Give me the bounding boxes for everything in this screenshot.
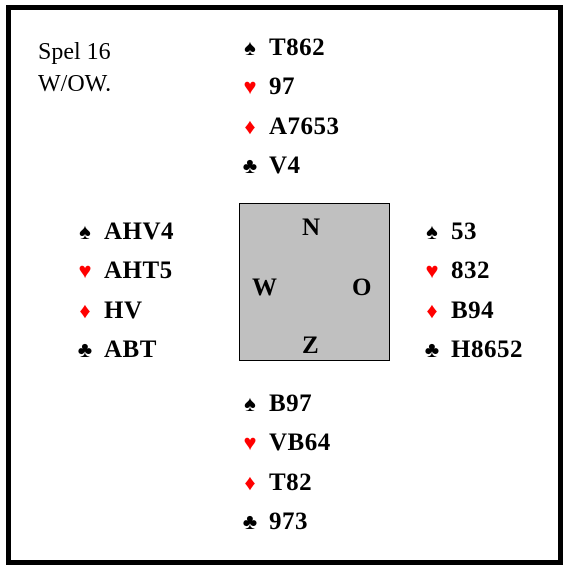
north-diamonds: A7653 xyxy=(269,112,340,140)
spade-icon: ♠ xyxy=(244,34,256,60)
west-spades-row: ♠ AHV4 xyxy=(72,212,174,252)
club-icon: ♣ xyxy=(424,337,440,363)
hand-north: ♠ T862 ♥ 97 ♦ A7653 ♣ V4 xyxy=(237,28,340,186)
diamond-icon: ♦ xyxy=(244,469,256,495)
deal-info: Spel 16 W/OW. xyxy=(38,36,111,100)
west-clubs-row: ♣ ABT xyxy=(72,331,174,371)
heart-icon: ♥ xyxy=(243,430,257,456)
heart-icon: ♥ xyxy=(243,74,257,100)
west-diamonds: HV xyxy=(104,296,143,324)
compass-box: N W O Z xyxy=(239,203,390,361)
hand-east: ♠ 53 ♥ 832 ♦ B94 ♣ H8652 xyxy=(419,212,523,370)
east-hearts-row: ♥ 832 xyxy=(419,252,523,292)
spade-icon: ♠ xyxy=(79,218,91,244)
compass-north: N xyxy=(302,214,321,241)
north-spades-row: ♠ T862 xyxy=(237,28,340,68)
west-hearts-row: ♥ AHT5 xyxy=(72,252,174,292)
spade-icon: ♠ xyxy=(244,390,256,416)
west-diamonds-row: ♦ HV xyxy=(72,291,174,331)
east-clubs: H8652 xyxy=(451,336,523,364)
south-spades: B97 xyxy=(269,389,313,417)
hand-west: ♠ AHV4 ♥ AHT5 ♦ HV ♣ ABT xyxy=(72,212,174,370)
north-hearts: 97 xyxy=(269,73,295,101)
east-diamonds: B94 xyxy=(451,296,495,324)
south-hearts-row: ♥ VB64 xyxy=(237,424,331,464)
club-icon: ♣ xyxy=(242,509,258,535)
south-clubs-row: ♣ 973 xyxy=(237,503,331,543)
south-spades-row: ♠ B97 xyxy=(237,384,331,424)
compass-east: O xyxy=(352,274,372,301)
west-hearts: AHT5 xyxy=(104,257,173,285)
east-clubs-row: ♣ H8652 xyxy=(419,331,523,371)
club-icon: ♣ xyxy=(77,337,93,363)
compass-south: Z xyxy=(302,332,319,359)
diamond-icon: ♦ xyxy=(244,113,256,139)
west-clubs: ABT xyxy=(104,336,157,364)
north-diamonds-row: ♦ A7653 xyxy=(237,107,340,147)
north-clubs-row: ♣ V4 xyxy=(237,147,340,187)
south-diamonds: T82 xyxy=(269,468,313,496)
north-hearts-row: ♥ 97 xyxy=(237,68,340,108)
heart-icon: ♥ xyxy=(78,258,92,284)
club-icon: ♣ xyxy=(242,153,258,179)
heart-icon: ♥ xyxy=(425,258,439,284)
diamond-icon: ♦ xyxy=(426,297,438,323)
south-hearts: VB64 xyxy=(269,429,331,457)
spade-icon: ♠ xyxy=(426,218,438,244)
dealer-vulnerability: W/OW. xyxy=(38,71,112,97)
compass-west: W xyxy=(252,274,277,301)
east-diamonds-row: ♦ B94 xyxy=(419,291,523,331)
south-diamonds-row: ♦ T82 xyxy=(237,463,331,503)
west-spades: AHV4 xyxy=(104,217,175,245)
east-spades-row: ♠ 53 xyxy=(419,212,523,252)
board-number: Spel 16 xyxy=(38,39,111,65)
north-spades: T862 xyxy=(269,33,326,61)
diamond-icon: ♦ xyxy=(79,297,91,323)
south-clubs: 973 xyxy=(269,508,308,536)
north-clubs: V4 xyxy=(269,152,301,180)
hand-south: ♠ B97 ♥ VB64 ♦ T82 ♣ 973 xyxy=(237,384,331,542)
east-hearts: 832 xyxy=(451,257,490,285)
east-spades: 53 xyxy=(451,217,477,245)
